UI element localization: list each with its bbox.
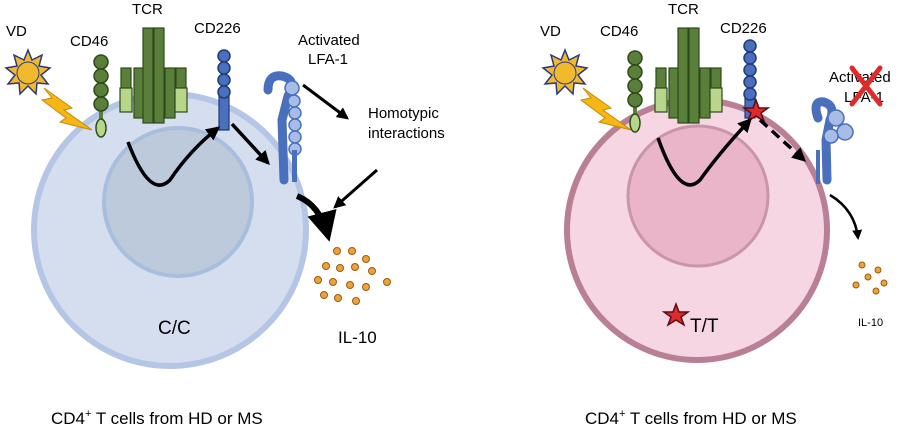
vitamin-d-sun-icon bbox=[4, 47, 52, 96]
left-genotype-label: C/C bbox=[158, 318, 191, 339]
homotypic-label-line2: interactions bbox=[368, 125, 445, 142]
right-tcr-receptor bbox=[654, 27, 723, 124]
right-il10-label: IL-10 bbox=[858, 317, 883, 329]
right-il10-secretion-arrow bbox=[829, 193, 863, 240]
right-genotype-label: T/T bbox=[690, 316, 719, 337]
left-vd-label: VD bbox=[6, 23, 27, 40]
right-nucleus bbox=[626, 124, 770, 268]
lfa1-to-homotypic-arrow bbox=[302, 83, 349, 120]
right-vitamin-d-sun-icon bbox=[541, 47, 589, 96]
right-caption: CD4+ T cells from HD or MS bbox=[585, 408, 797, 428]
left-lfa1-label-line1: Activated bbox=[298, 32, 360, 49]
right-cd226-to-lfa1-dashed-arrow bbox=[758, 118, 807, 162]
right-signal-curve-arrow bbox=[656, 117, 752, 187]
left-lfa1-label-line2: LFA-1 bbox=[308, 51, 348, 68]
right-cd226-receptor bbox=[743, 39, 757, 119]
right-vd-label: VD bbox=[540, 23, 561, 40]
right-il10-particles bbox=[852, 261, 888, 295]
left-panel: VD CD46 TCR bbox=[4, 1, 445, 428]
left-tcr-label: TCR bbox=[132, 1, 163, 18]
left-cd226-to-lfa1-arrow bbox=[230, 122, 270, 166]
left-il10-label: IL-10 bbox=[338, 328, 377, 347]
left-cd226-receptor bbox=[217, 49, 231, 131]
right-cd226-label: CD226 bbox=[720, 20, 767, 37]
left-tcr-receptor bbox=[119, 27, 188, 124]
left-il10-particles bbox=[314, 247, 391, 305]
left-signal-curve-arrow bbox=[126, 126, 221, 187]
left-cd46-receptor bbox=[93, 54, 109, 138]
right-lightning-bolt-icon bbox=[579, 87, 632, 131]
right-cd226-mutation-star-icon bbox=[741, 97, 771, 123]
left-lfa1-receptor bbox=[263, 71, 302, 185]
left-cd226-label: CD226 bbox=[194, 20, 241, 37]
homotypic-to-il10-arrow bbox=[333, 168, 378, 209]
left-cd46-label: CD46 bbox=[70, 33, 108, 50]
right-cd46-receptor bbox=[627, 50, 643, 133]
left-caption: CD4+ T cells from HD or MS bbox=[51, 408, 263, 428]
right-panel: VD CD46 TCR bbox=[540, 1, 891, 428]
left-il10-secretion-arrow bbox=[295, 193, 337, 242]
left-nucleus bbox=[102, 126, 254, 278]
lightning-bolt-icon bbox=[40, 87, 93, 131]
right-genotype-star-icon bbox=[661, 301, 691, 327]
right-tcr-label: TCR bbox=[668, 1, 699, 18]
homotypic-label-line1: Homotypic bbox=[368, 105, 439, 122]
right-cd46-label: CD46 bbox=[600, 23, 638, 40]
right-lfa1-receptor bbox=[811, 97, 854, 185]
lfa1-inhibited-x-icon bbox=[849, 65, 883, 107]
